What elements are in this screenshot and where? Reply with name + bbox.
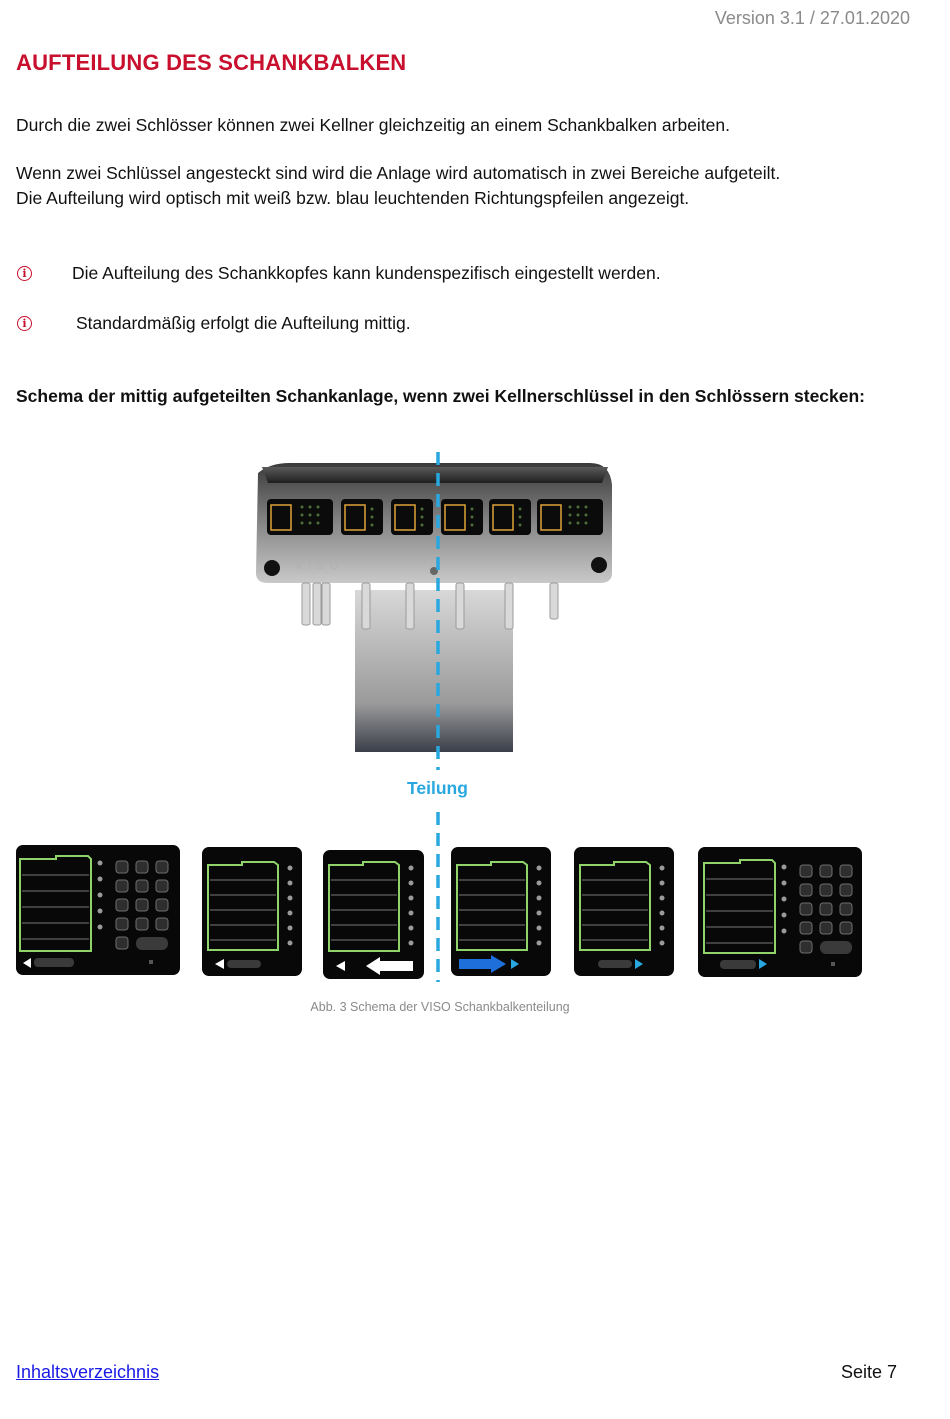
note-custom-split: i Die Aufteilung des Schankkopfes kann k… (16, 263, 661, 284)
right-lock-icon (591, 557, 607, 573)
panel-right-2 (574, 847, 674, 976)
page-title: AUFTEILUNG DES SCHANKBALKEN (16, 50, 407, 75)
right-arrow-icon (759, 959, 767, 969)
right-arrow-icon (635, 959, 643, 969)
panel-left-3 (323, 850, 424, 979)
info-icon: i (17, 266, 32, 281)
blue-split-arrow-icon (459, 955, 506, 973)
panel-right-1 (451, 847, 551, 976)
head-displays (267, 499, 603, 535)
left-lock-icon (264, 560, 280, 576)
beer-taps (301, 582, 559, 630)
info-icon: i (17, 316, 32, 331)
split-paragraph-line-2: Die Aufteilung wird optisch mit weiß bzw… (16, 188, 690, 208)
left-arrow-icon (23, 958, 31, 968)
panel-left-outer (16, 845, 180, 975)
tap-head-illustration: VISO (256, 463, 612, 752)
white-split-arrow-icon (366, 957, 413, 975)
split-paragraph-line-1: Wenn zwei Schlüssel angesteckt sind wird… (16, 163, 781, 183)
split-divider-line (436, 452, 440, 982)
table-of-contents-link[interactable]: Inhaltsverzeichnis (16, 1362, 160, 1382)
intro-paragraph: Durch die zwei Schlösser können zwei Kel… (16, 115, 731, 135)
note-text: Die Aufteilung des Schankkopfes kann kun… (72, 263, 661, 283)
note-text: Standardmäßig erfolgt die Aufteilung mit… (76, 313, 411, 333)
svg-text:VISO: VISO (295, 558, 344, 572)
figure-caption: Abb. 3 Schema der VISO Schankbalkenteilu… (310, 1000, 570, 1014)
note-default-split: i Standardmäßig erfolgt die Aufteilung m… (16, 313, 411, 334)
split-label: Teilung (407, 778, 468, 798)
page-number: Seite 7 (840, 1362, 897, 1382)
left-arrow-icon (215, 959, 224, 969)
version-label: Version 3.1 / 27.01.2020 (714, 8, 910, 28)
panel-right-outer (698, 847, 862, 977)
schema-heading: Schema der mittig aufgeteilten Schankanl… (16, 386, 866, 406)
panel-left-2 (202, 847, 302, 976)
